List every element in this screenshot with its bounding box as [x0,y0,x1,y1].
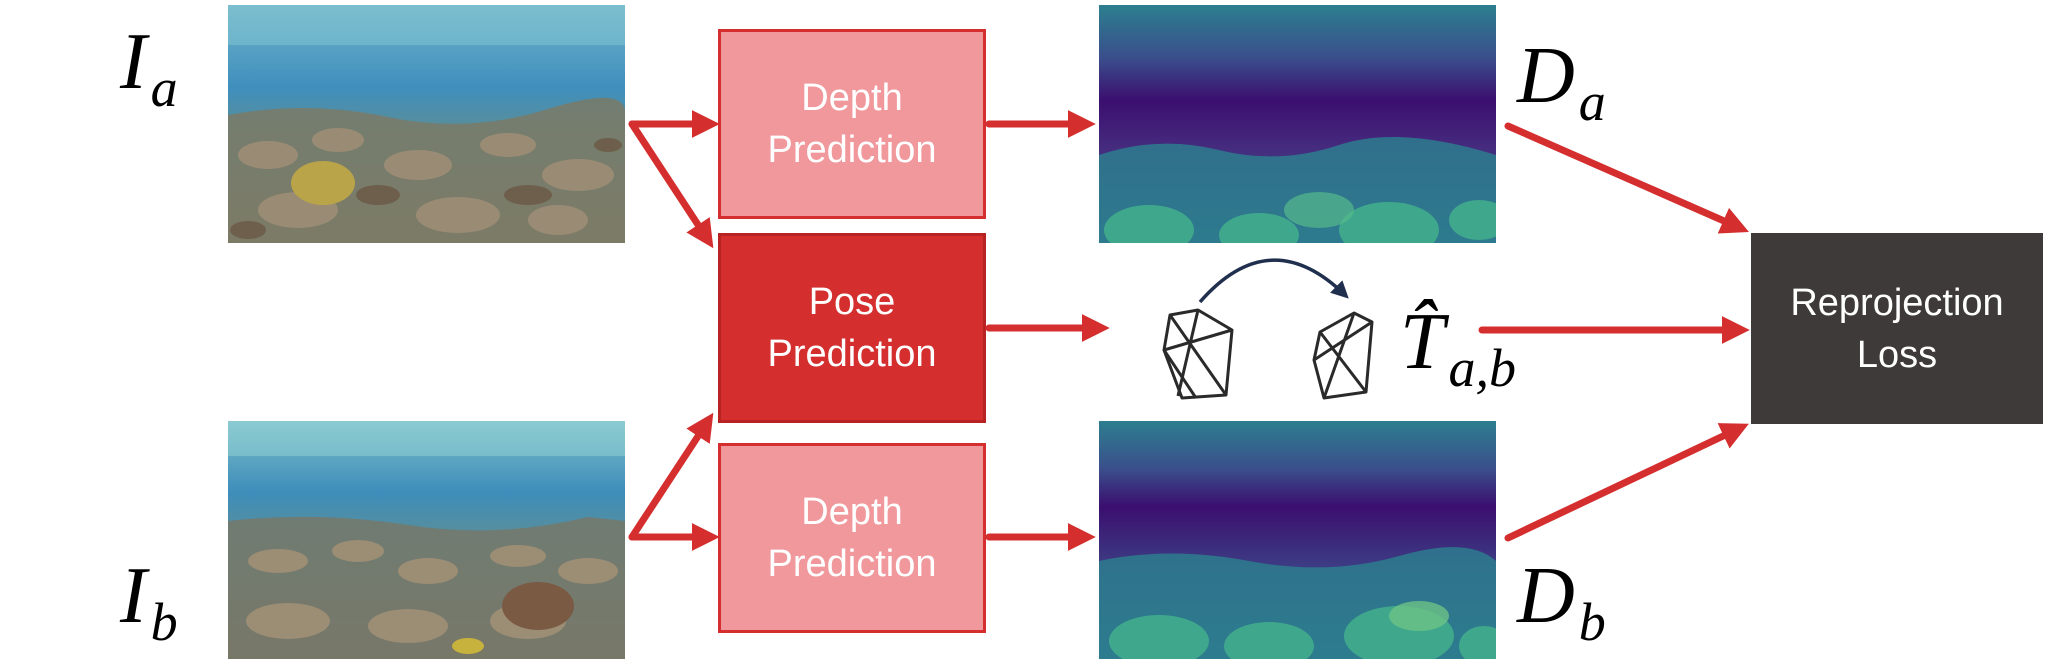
depth-map-a [1099,5,1496,243]
arrow-image-b-to-pose [628,412,714,541]
label-depth-b-sub: b [1578,592,1606,652]
underwater-image-a [228,5,625,243]
label-depth-b-main: D [1517,552,1575,640]
label-image-b: Ib [120,556,178,649]
depth-prediction-top-line2: Prediction [767,129,937,171]
reprojection-loss-box: Reprojection Loss [1751,233,2043,424]
pose-prediction-line1: Pose [808,281,896,323]
label-depth-a-sub: a [1578,72,1606,132]
label-image-a-main: I [120,18,147,106]
camera-frustum-icon-b [1312,311,1374,400]
label-relative-pose-main: T̂ [1400,298,1445,386]
label-image-b-sub: b [150,592,178,652]
label-relative-pose-sub: a,b [1448,338,1517,398]
depth-prediction-box-top: Depth Prediction [718,29,986,219]
arrow-image-a-to-pose [628,120,714,249]
label-depth-b: Db [1517,556,1606,649]
reprojection-loss-line2: Loss [1856,333,1938,376]
pose-prediction-line2: Prediction [767,333,937,375]
depth-prediction-bottom-line2: Prediction [767,543,937,585]
reprojection-loss-line1: Reprojection [1790,281,2004,324]
camera-motion-arrow [1198,258,1349,304]
label-image-a: Ia [120,22,178,115]
depth-map-b [1099,421,1496,659]
pose-prediction-box: Pose Prediction [718,233,986,423]
depth-prediction-box-bottom: Depth Prediction [718,443,986,633]
label-image-a-sub: a [150,58,178,118]
label-depth-a: Da [1517,36,1606,129]
arrow-depth-a-to-loss [1504,122,1749,234]
arrow-depth-b-to-loss [1504,423,1749,542]
underwater-image-b [228,421,625,659]
label-relative-pose: T̂a,b [1400,302,1516,395]
label-image-b-main: I [120,552,147,640]
label-depth-a-main: D [1517,32,1575,120]
depth-prediction-top-line1: Depth [801,77,903,119]
camera-frustum-icon-a [1162,308,1234,400]
depth-prediction-bottom-line1: Depth [801,491,903,533]
